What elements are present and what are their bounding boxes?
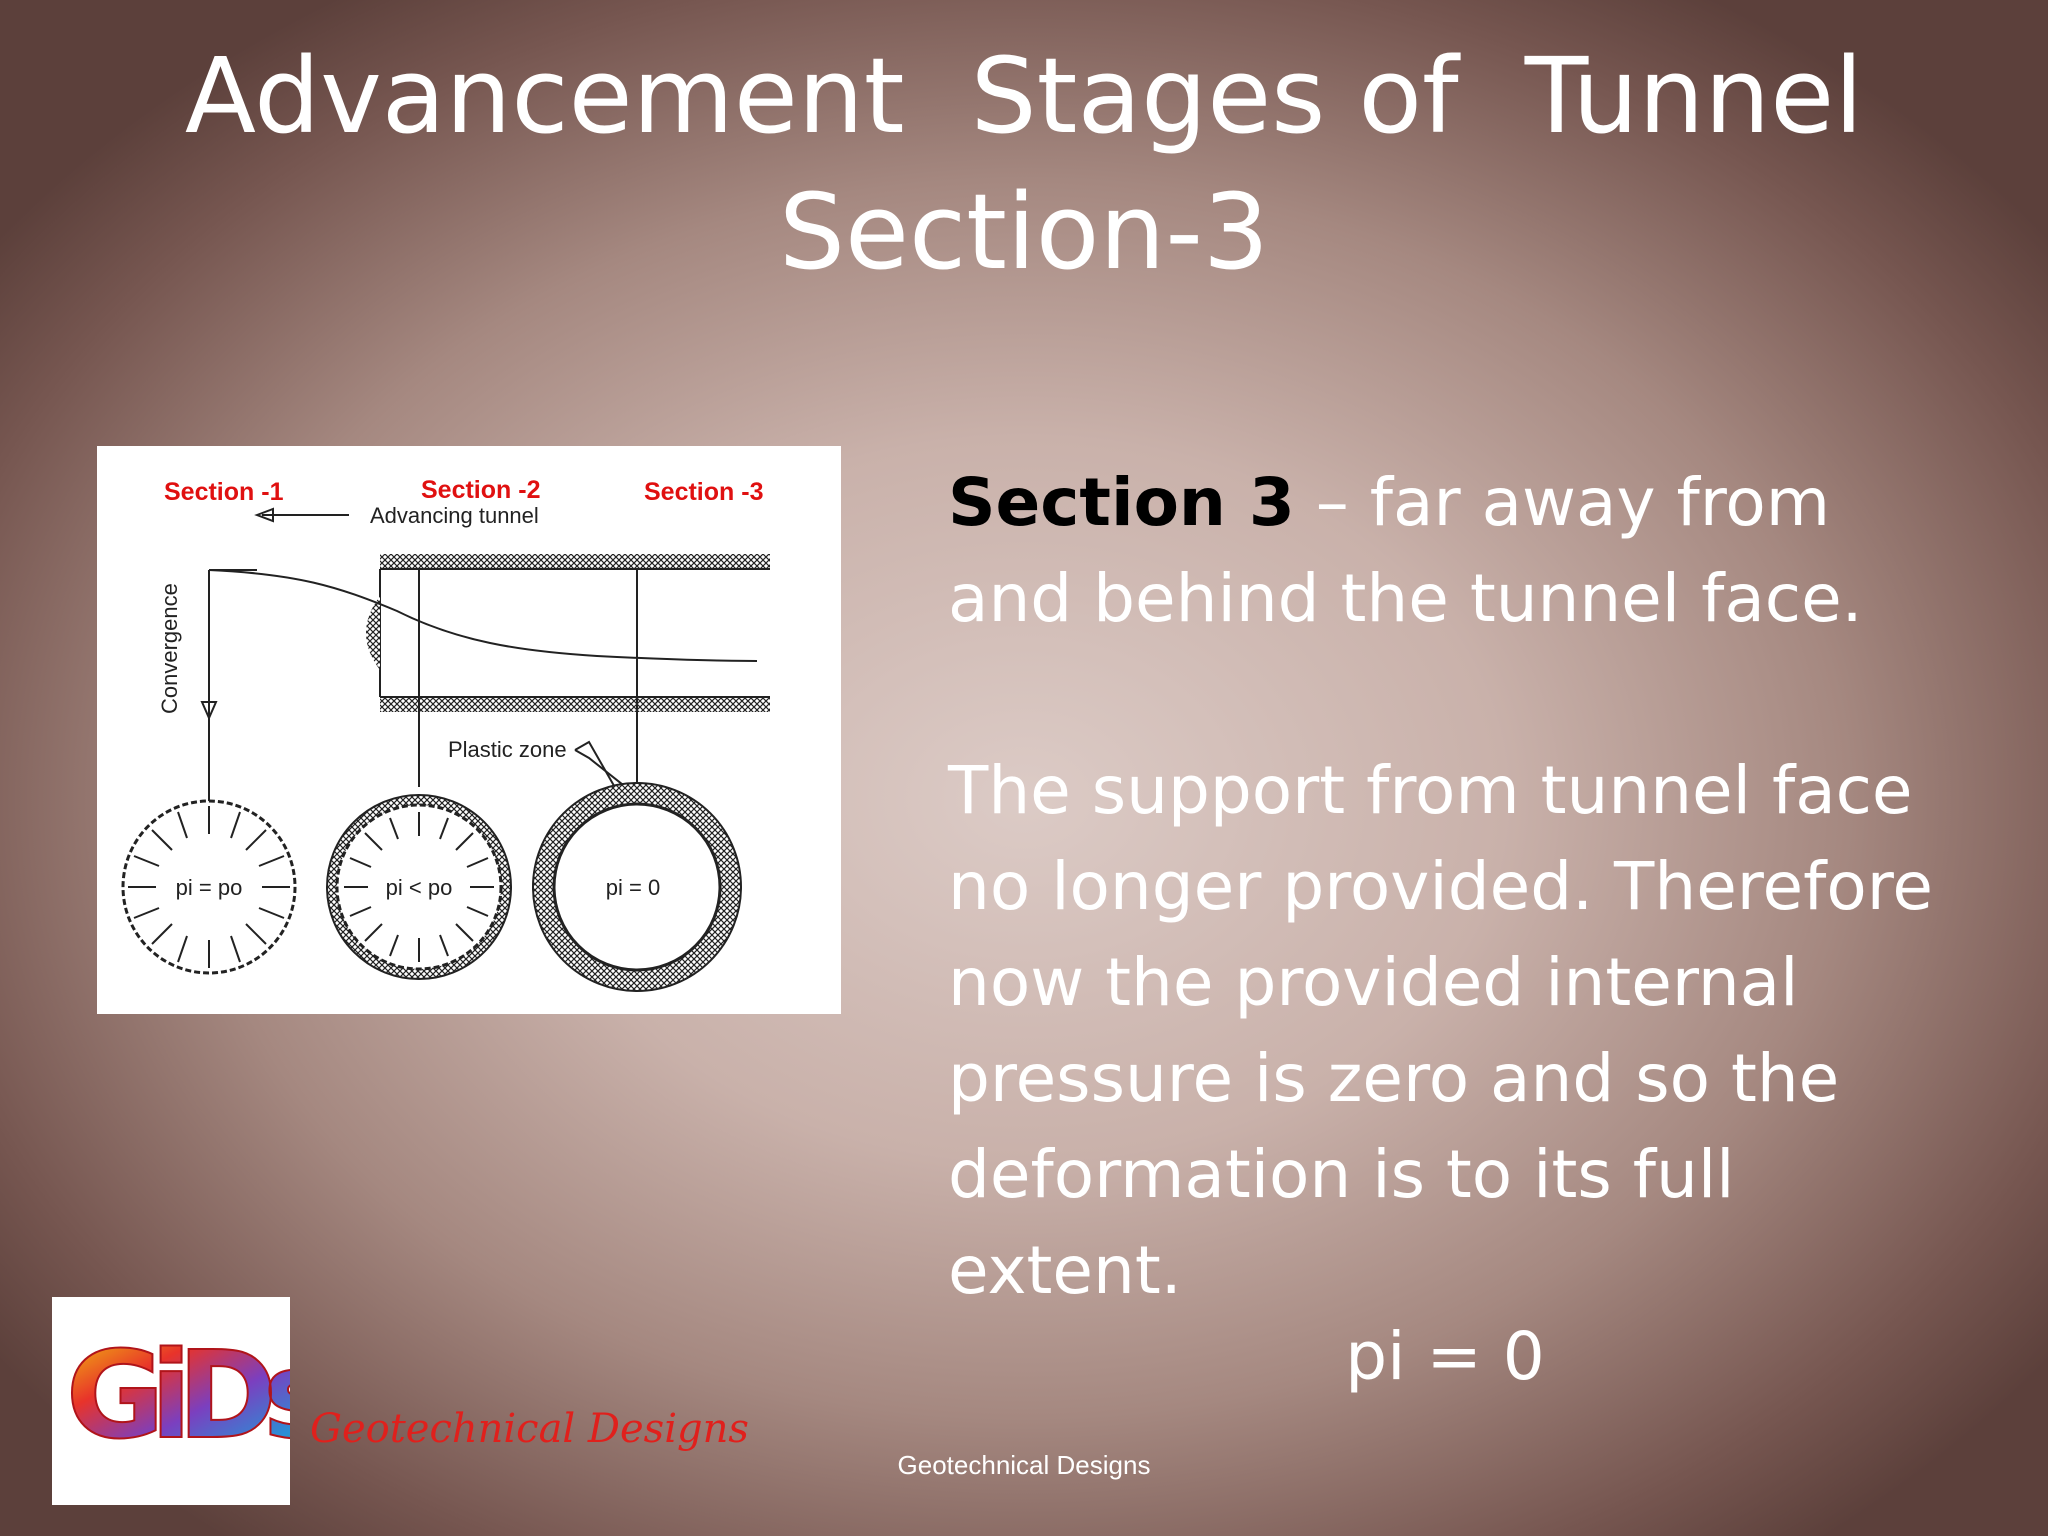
section-3-heading-rest: – far away from and behind the tunnel fa… (948, 464, 1863, 637)
section-3-description: Section 3 – far away from and behind the… (948, 455, 1968, 647)
tunnel-top-wall (380, 554, 770, 569)
section-3-circle: pi = 0 (532, 782, 742, 992)
brand-text: Geotechnical Designs (310, 1406, 749, 1452)
circle-3-label: pi = 0 (606, 875, 660, 900)
convergence-label: Convergence (157, 583, 182, 714)
section-2-label: Section -2 (421, 476, 540, 504)
section-3-label: Section -3 (644, 478, 763, 506)
advancing-tunnel-label: Advancing tunnel (370, 503, 539, 528)
section-1-label: Section -1 (164, 478, 284, 506)
advancing-arrowhead (254, 507, 274, 523)
circle-1-label: pi = po (176, 875, 243, 900)
slide-body: Section 3 – far away from and behind the… (948, 455, 1968, 1319)
plastic-zone-label: Plastic zone (448, 737, 567, 762)
logo-letters: GiDs (66, 1327, 290, 1466)
tunnel-advancement-figure: Section -1 Section -2 Section -3 Advanci… (97, 446, 841, 1014)
face-plastic-zone (366, 596, 380, 670)
section-3-heading: Section 3 (948, 464, 1295, 541)
explanation-paragraph: The support from tunnel face no longer p… (948, 752, 1934, 1309)
pressure-equation: pi = 0 (1345, 1318, 1545, 1395)
section-1-circle: pi = po (121, 799, 297, 975)
circle-2-label: pi < po (386, 875, 453, 900)
title-line-2: Section-3 (778, 171, 1270, 293)
section-2-circle: pi < po (326, 794, 512, 980)
title-line-1: Advancement Stages of Tunnel (184, 35, 1864, 157)
convergence-curve (208, 569, 758, 662)
slide-title: Advancement Stages of Tunnel Section-3 (0, 28, 2048, 300)
tunnel-bottom-wall (380, 697, 770, 712)
slide-footer: Geotechnical Designs (897, 1450, 1151, 1480)
